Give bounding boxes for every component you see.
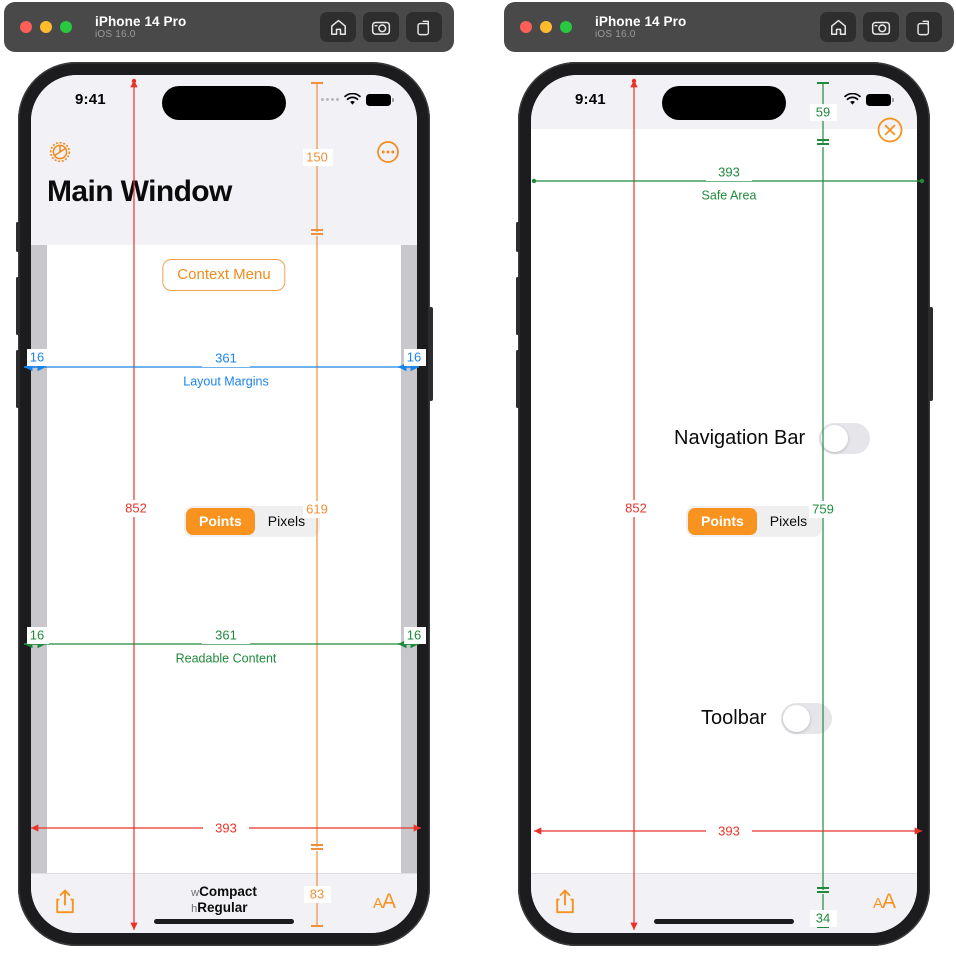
home-button-right[interactable]: [820, 12, 856, 42]
simulator-toolbar-left: [320, 12, 442, 42]
phone-body-right: 9:41: [515, 62, 933, 946]
navigation-bar-toggle-label: Navigation Bar: [674, 427, 806, 449]
toolbar-toggle-row: Toolbar: [701, 703, 832, 734]
page-title: Main Window: [47, 175, 232, 208]
status-bar-time-right: 9:41: [575, 91, 606, 108]
minimize-window-button[interactable]: [40, 21, 52, 33]
toggle-knob: [782, 705, 810, 732]
layout-margin-gutter-right: [401, 245, 417, 873]
layout-margin-gutter-left: [31, 245, 47, 873]
segment-pixels-right[interactable]: Pixels: [769, 513, 808, 529]
close-window-button[interactable]: [20, 21, 32, 33]
status-bar-time: 9:41: [75, 91, 106, 108]
size-class-w-key: w: [191, 887, 200, 899]
home-icon: [330, 19, 346, 35]
toolbar-toggle-label: Toolbar: [701, 707, 767, 729]
status-bar-indicators: [321, 93, 394, 106]
content-canvas-left: [31, 245, 417, 873]
battery-icon: [866, 93, 894, 106]
navigation-bar-left: Main Window: [31, 129, 417, 245]
screenshot-icon: [871, 21, 891, 35]
silent-switch[interactable]: [15, 222, 19, 252]
more-options-button[interactable]: [371, 135, 405, 169]
traffic-lights-right: [520, 21, 572, 33]
segment-points-right[interactable]: Points: [688, 508, 757, 535]
home-icon: [830, 19, 846, 35]
size-class-w-value: Compact: [199, 884, 257, 899]
share-icon: [56, 889, 74, 914]
battery-icon: [366, 93, 394, 106]
home-button[interactable]: [320, 12, 356, 42]
phone-screen-left: 9:41: [31, 75, 417, 933]
screenshot-button[interactable]: [363, 12, 399, 42]
home-indicator[interactable]: [154, 919, 294, 924]
window-titlebar-right: iPhone 14 Pro iOS 16.0: [504, 2, 954, 52]
simulator-window-left: iPhone 14 Pro iOS 16.0: [0, 0, 456, 956]
power-button-right[interactable]: [929, 307, 933, 401]
size-class-readout: wCompact hRegular: [191, 884, 257, 916]
close-sheet-button[interactable]: [875, 115, 905, 145]
rotate-button-right[interactable]: [906, 12, 942, 42]
minimize-window-button-right[interactable]: [540, 21, 552, 33]
window-title-block-left: iPhone 14 Pro iOS 16.0: [95, 14, 186, 40]
screenshot-button-right[interactable]: [863, 12, 899, 42]
traffic-lights-left: [20, 21, 72, 33]
close-window-button-right[interactable]: [520, 21, 532, 33]
cellular-dots-icon: [321, 98, 339, 101]
close-circle-icon: [877, 117, 903, 143]
window-title-block-right: iPhone 14 Pro iOS 16.0: [595, 14, 686, 40]
navigation-bar-toggle-row: Navigation Bar: [674, 423, 871, 454]
window-titlebar-left: iPhone 14 Pro iOS 16.0: [4, 2, 454, 52]
units-segmented-control-right[interactable]: Points Pixels: [686, 506, 823, 537]
context-menu-button[interactable]: Context Menu: [162, 259, 286, 291]
status-bar-indicators-right: [844, 93, 894, 106]
device-name-right: iPhone 14 Pro: [595, 13, 687, 29]
simulator-window-right: iPhone 14 Pro iOS 16.0: [500, 0, 956, 956]
simulator-toolbar-right: [820, 12, 942, 42]
home-indicator-right[interactable]: [654, 919, 794, 924]
toolbar-toggle[interactable]: [780, 703, 832, 734]
rotate-button[interactable]: [406, 12, 442, 42]
rotate-icon: [417, 20, 430, 35]
segment-points[interactable]: Points: [186, 508, 255, 535]
os-version-right: iOS 16.0: [595, 28, 636, 40]
device-name: iPhone 14 Pro: [95, 13, 187, 29]
os-version: iOS 16.0: [95, 28, 136, 40]
zoom-window-button[interactable]: [60, 21, 72, 33]
text-size-button-right[interactable]: AA: [872, 890, 896, 913]
toggle-knob: [821, 425, 849, 452]
rotate-icon: [917, 20, 930, 35]
share-button[interactable]: [53, 888, 77, 921]
ellipsis-circle-icon: [377, 141, 399, 163]
wifi-icon: [844, 93, 861, 105]
navigation-bar-toggle[interactable]: [819, 423, 871, 454]
segment-pixels[interactable]: Pixels: [267, 513, 306, 529]
status-bar-right: 9:41: [531, 75, 917, 129]
status-bar-left: 9:41: [31, 75, 417, 129]
phone-body-left: 9:41: [15, 62, 433, 946]
dynamic-island: [162, 86, 286, 120]
units-segmented-control-left[interactable]: Points Pixels: [184, 506, 321, 537]
share-button-right[interactable]: [553, 888, 577, 921]
phone-screen-right: 9:41: [531, 75, 917, 933]
bottom-toolbar-left: wCompact hRegular AA: [31, 873, 417, 933]
volume-up-button-right[interactable]: [515, 277, 519, 335]
settings-button[interactable]: [43, 135, 77, 169]
volume-up-button[interactable]: [15, 277, 19, 335]
share-icon: [556, 889, 574, 914]
bottom-toolbar-right: AA: [531, 873, 917, 933]
dynamic-island-right: [662, 86, 786, 120]
volume-down-button[interactable]: [15, 350, 19, 408]
text-size-button[interactable]: AA: [372, 890, 396, 913]
volume-down-button-right[interactable]: [515, 350, 519, 408]
zoom-window-button-right[interactable]: [560, 21, 572, 33]
power-button[interactable]: [429, 307, 433, 401]
size-class-h-value: Regular: [197, 899, 248, 915]
screenshot-icon: [371, 21, 391, 35]
silent-switch-right[interactable]: [515, 222, 519, 252]
size-class-h-key: h: [191, 902, 198, 915]
gear-icon: [49, 141, 71, 163]
wifi-icon: [344, 93, 361, 105]
